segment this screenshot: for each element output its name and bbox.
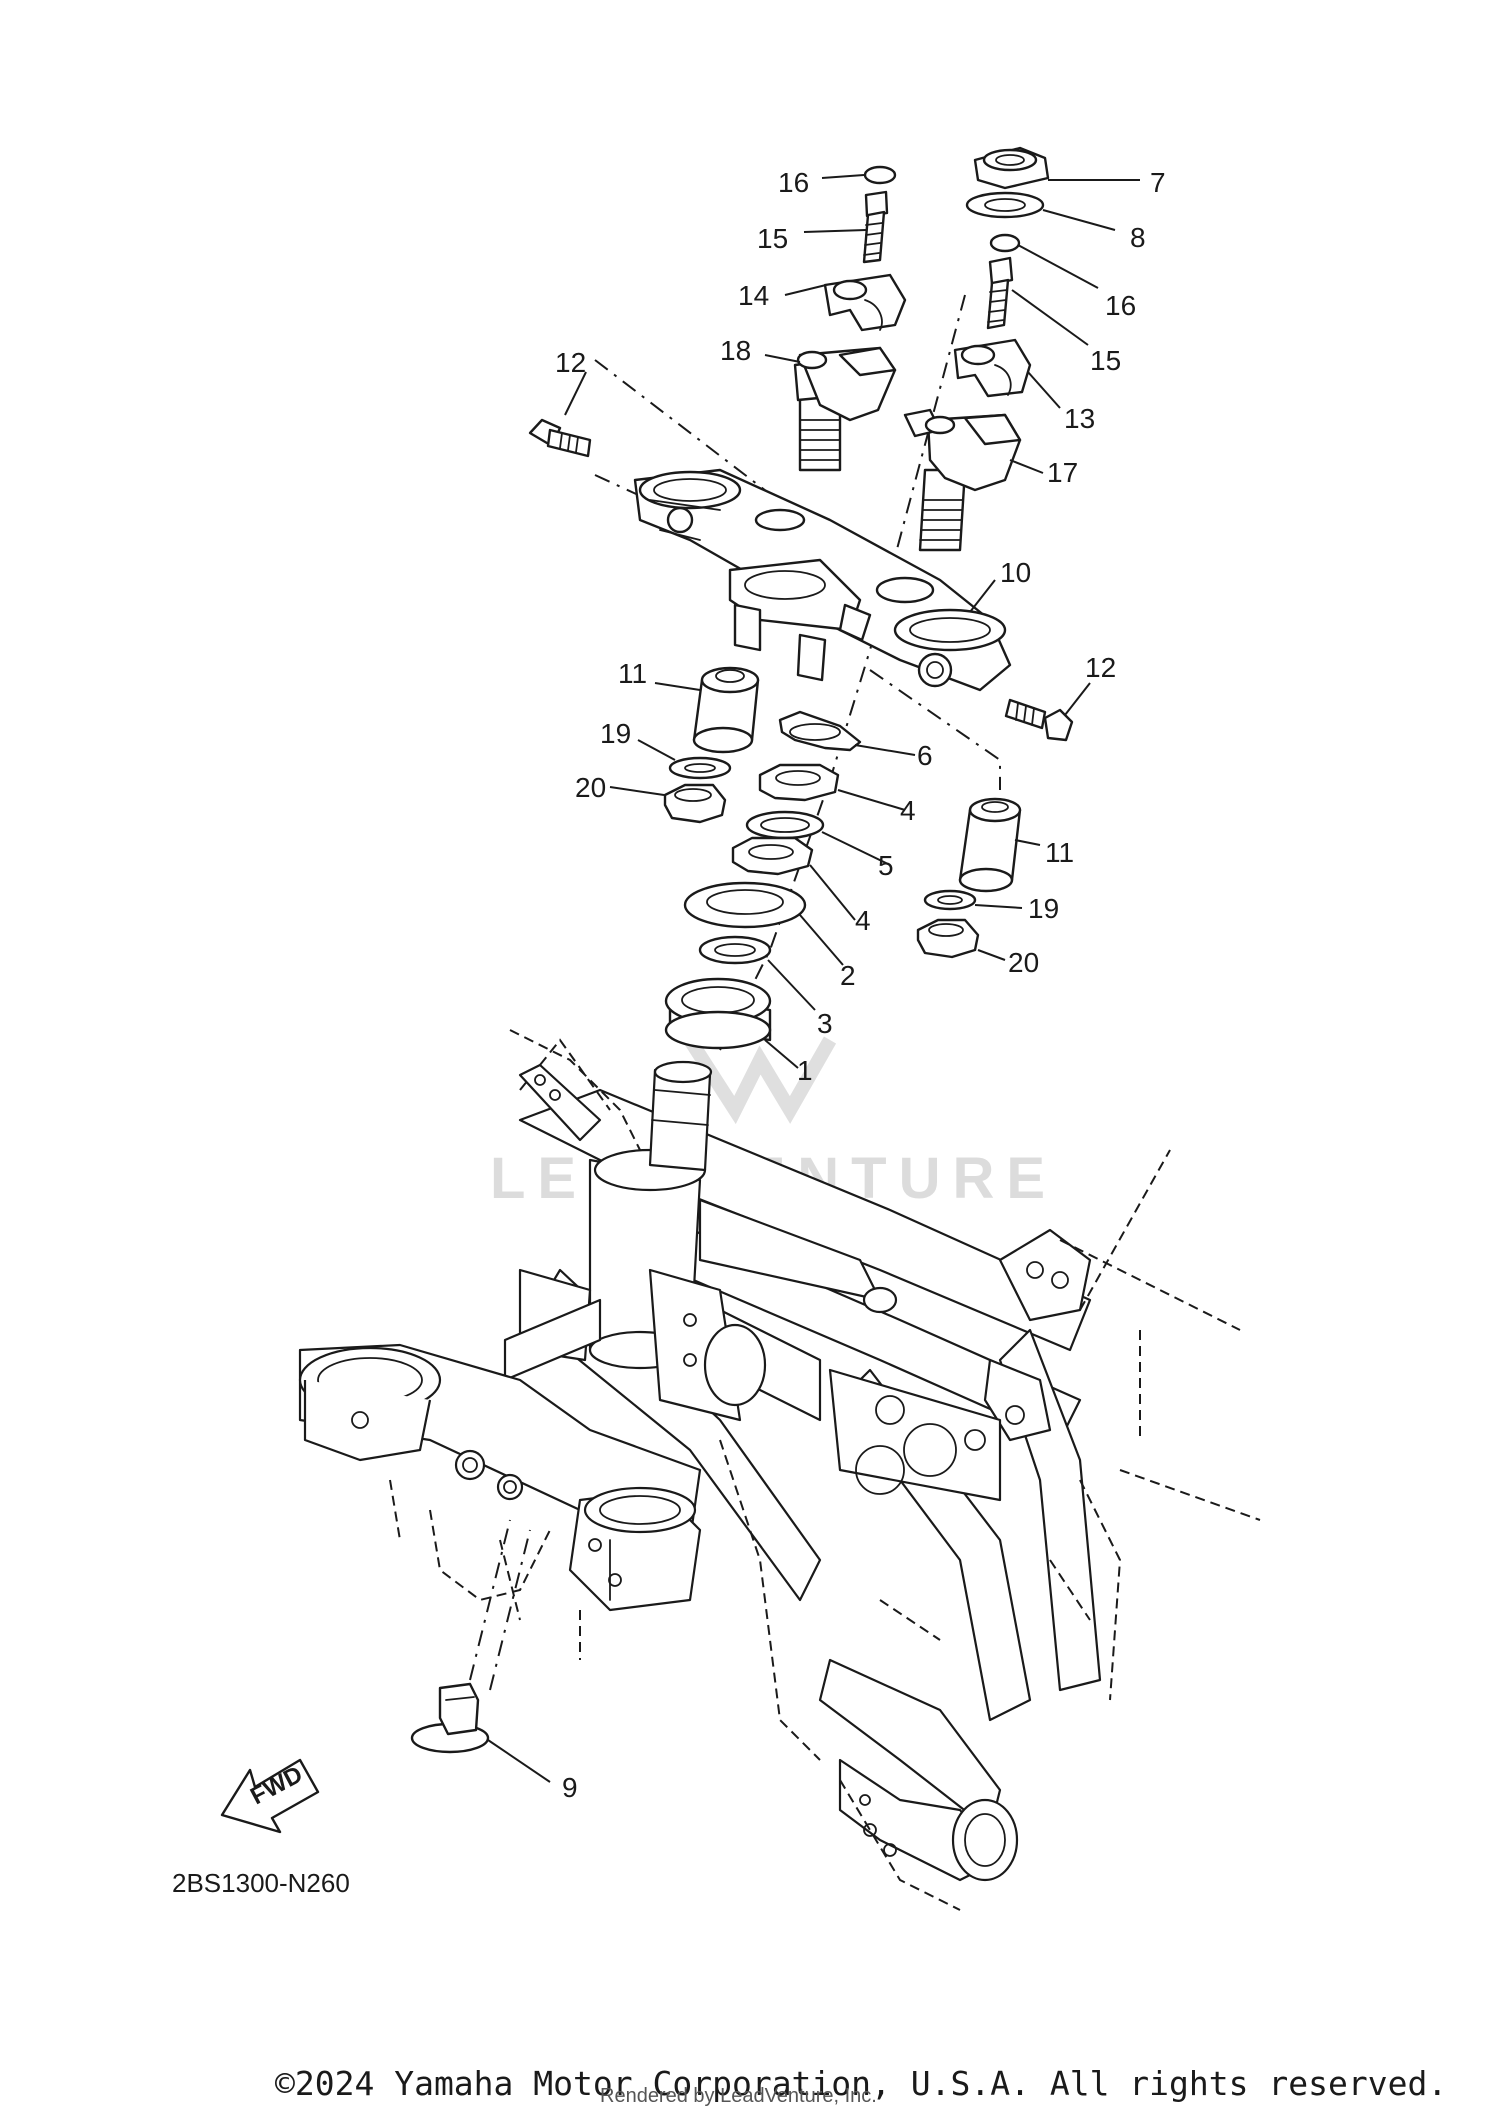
label-18: 18: [720, 335, 751, 366]
part-4-ring-nut-upper: [758, 763, 906, 811]
part-16-cap-right: [989, 233, 1099, 289]
part-1-bearing: [664, 977, 799, 1069]
part-2-dust-seal: [683, 881, 844, 966]
part-8-washer: [965, 191, 1116, 231]
label-16a: 16: [778, 167, 809, 198]
part-13-upper-holder: [953, 338, 1061, 409]
label-19b: 19: [1028, 893, 1059, 924]
label-19a: 19: [600, 718, 631, 749]
part-20-nut-left: [609, 783, 727, 824]
part-10-upper-bracket: [633, 468, 1012, 692]
label-8: 8: [1130, 222, 1146, 253]
part-18-handlebar-holder: [764, 346, 897, 472]
label-16b: 16: [1105, 290, 1136, 321]
label-3: 3: [817, 1008, 833, 1039]
label-5: 5: [878, 850, 894, 881]
label-17: 17: [1047, 457, 1078, 488]
fwd-arrow-icon: FWD: [220, 1758, 320, 1834]
label-13: 13: [1064, 403, 1095, 434]
label-12b: 12: [1085, 652, 1116, 683]
part-16-cap-left: [821, 165, 897, 185]
part-20-nut-right: [916, 918, 1006, 961]
label-11b: 11: [1045, 837, 1074, 868]
part-7-nut: [973, 146, 1140, 190]
part-12-bolt-left: [528, 371, 592, 458]
label-7: 7: [1150, 167, 1166, 198]
label-15b: 15: [1090, 345, 1121, 376]
label-11a: 11: [618, 658, 647, 689]
part-17-handlebar-holder: [903, 408, 1044, 552]
part-12-bolt-right: [1004, 682, 1091, 742]
part-6-lock-washer: [778, 710, 916, 756]
lower-bracket: [298, 1343, 702, 1660]
label-2: 2: [840, 960, 856, 991]
part-15-bolt-left: [803, 190, 889, 264]
part-19-washer-left: [637, 739, 732, 780]
label-15a: 15: [757, 223, 788, 254]
part-14-upper-holder: [784, 273, 907, 332]
diagram-code: 2BS1300-N260: [172, 1868, 350, 1898]
label-1: 1: [797, 1055, 813, 1086]
label-6: 6: [917, 740, 933, 771]
part-19-washer-right: [923, 889, 1023, 911]
part-15-bolt-right: [986, 256, 1089, 346]
label-20a: 20: [575, 772, 606, 803]
copyright-notice: ©2024 Yamaha Motor Corporation, U.S.A. A…: [275, 2064, 1447, 2103]
part-5-washer: [745, 810, 891, 866]
label-4b: 4: [855, 905, 871, 936]
part-11-bushing-right: [958, 797, 1041, 893]
part-3-race: [698, 935, 816, 1011]
label-9: 9: [562, 1772, 578, 1803]
part-4-ring-nut-lower: [731, 836, 856, 921]
part-9-stem-nut: [410, 1519, 551, 1783]
frame-assembly: [503, 1029, 1261, 1911]
label-12a: 12: [555, 347, 586, 378]
label-4a: 4: [900, 795, 916, 826]
label-10: 10: [1000, 557, 1031, 588]
part-11-bushing-left: [654, 666, 760, 754]
label-14: 14: [738, 280, 769, 311]
callout-labels: 1 2 3 4 4 5 6 7 8 9 10 11 11 12 12 13 14…: [555, 167, 1166, 1803]
rendered-by-note: Rendered by LeadVenture, Inc.: [600, 2085, 877, 2107]
label-20b: 20: [1008, 947, 1039, 978]
